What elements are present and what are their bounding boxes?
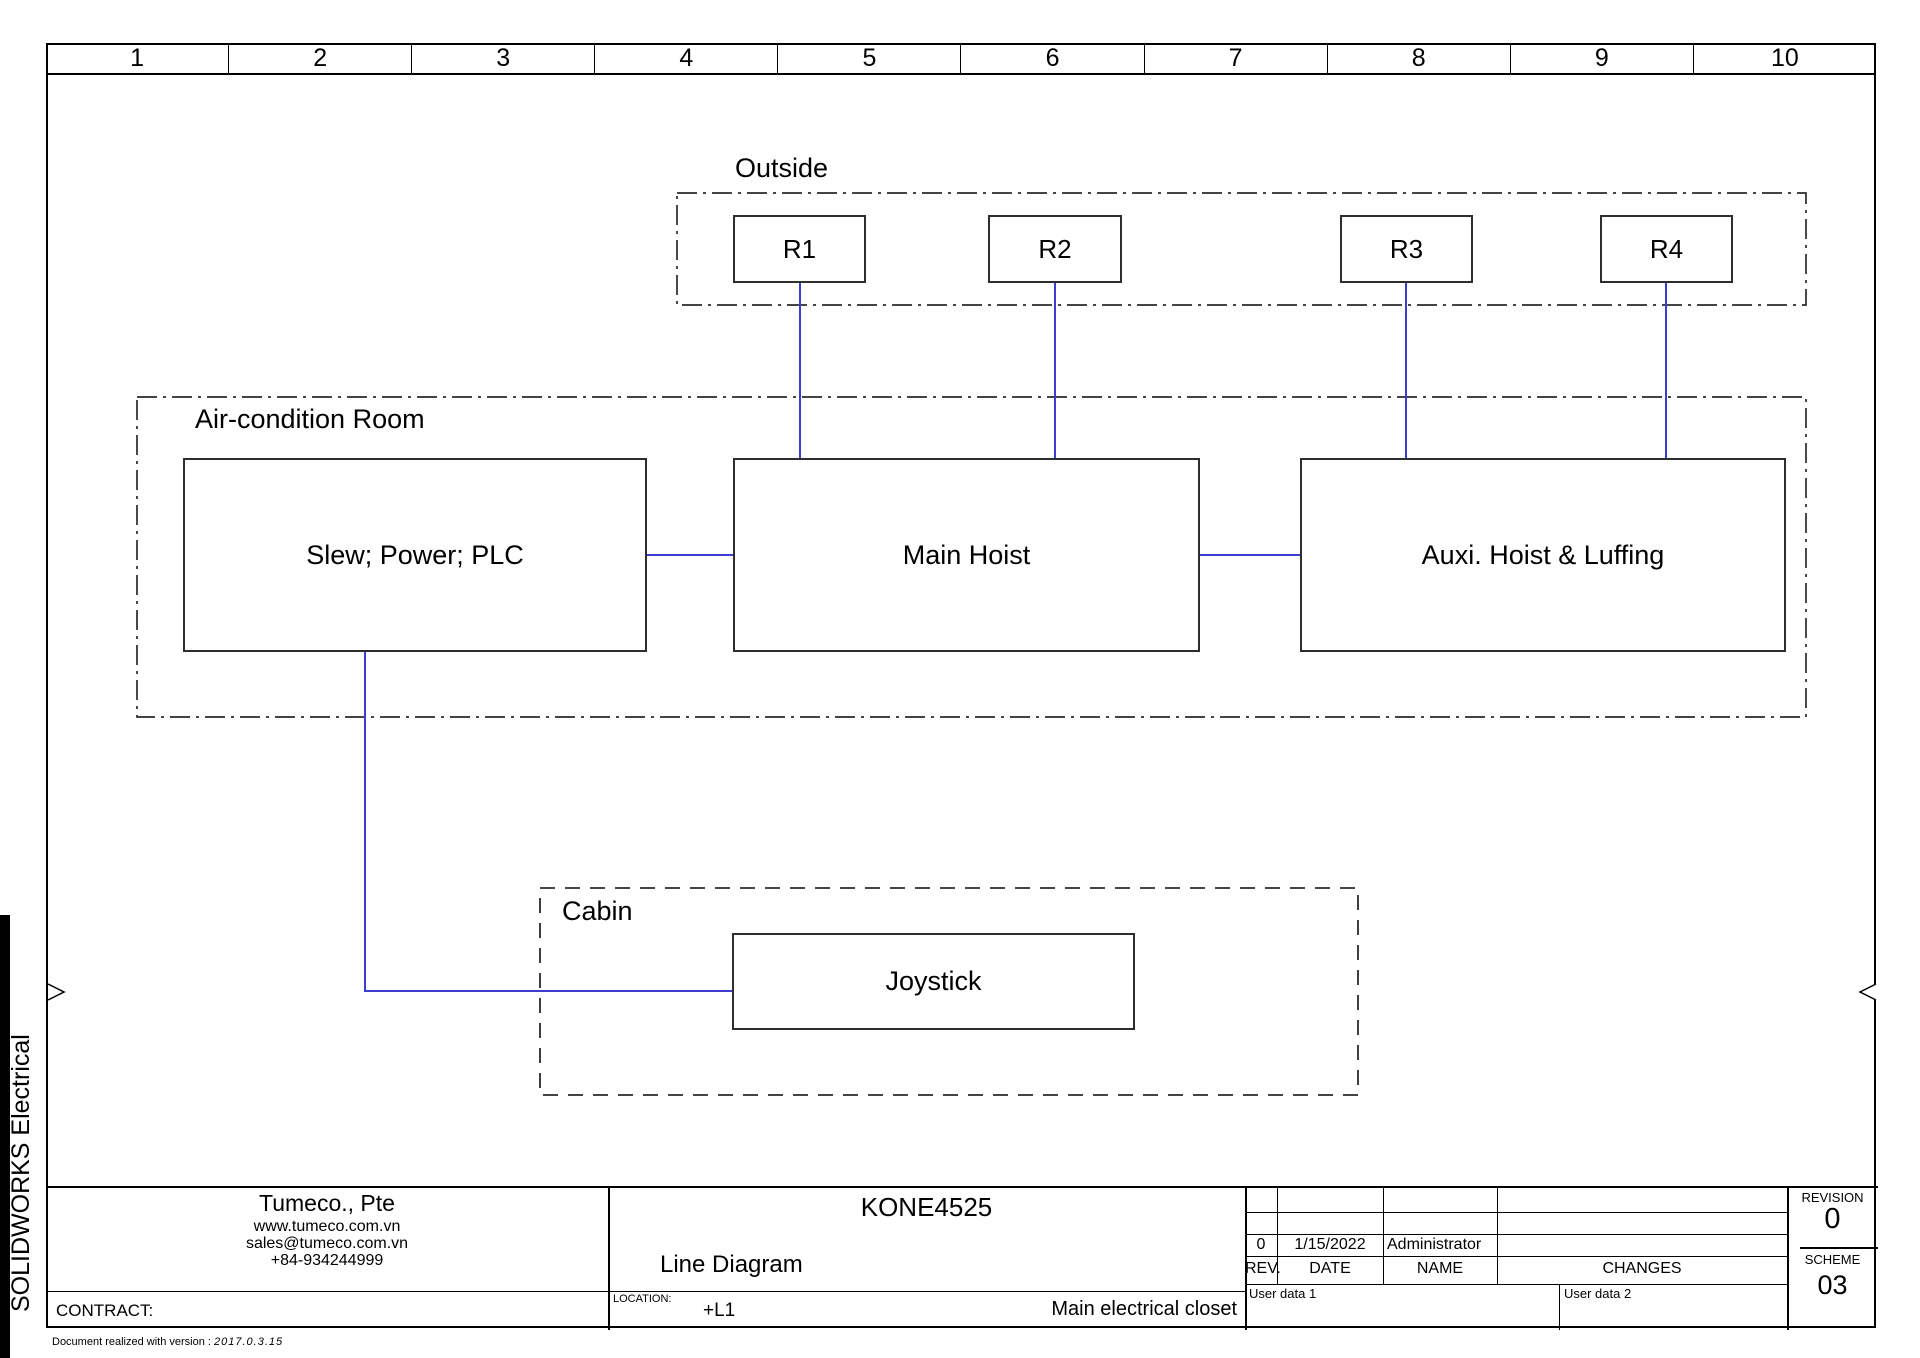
- ruler-cell-3: 3: [411, 43, 594, 73]
- ruler-cell-1: 1: [130, 43, 144, 72]
- contract-label: CONTRACT:: [56, 1301, 154, 1320]
- rev-header-changes: CHANGES: [1602, 1260, 1682, 1277]
- footer-note-prefix: Document realized with version :: [52, 1336, 211, 1348]
- ruler-cell-2: 2: [228, 43, 411, 73]
- ruler-cell-6: 6: [960, 43, 1143, 73]
- rev-header-rev: REV.: [1245, 1260, 1281, 1277]
- ruler-cell-4: 4: [594, 43, 777, 73]
- scheme-label: SCHEME: [1804, 1252, 1861, 1267]
- wire-slew-joystick[interactable]: [364, 652, 732, 992]
- rev-row3-rev: 0: [1256, 1236, 1266, 1253]
- user-data-1: User data 1: [1249, 1286, 1317, 1301]
- document-subtitle: Line Diagram: [660, 1251, 803, 1278]
- fold-mark-right-icon: [1858, 983, 1877, 1001]
- component-box-auxi-hoist-luffing[interactable]: Auxi. Hoist & Luffing: [1300, 458, 1786, 652]
- rev-header-date: DATE: [1309, 1260, 1351, 1277]
- component-box-main-hoist[interactable]: Main Hoist: [733, 458, 1200, 652]
- fold-mark-left-icon: [47, 983, 66, 1001]
- scheme-value: 03: [1817, 1270, 1848, 1300]
- rev-row3-name: Administrator: [1387, 1236, 1482, 1253]
- title-block: Tumeco., Pte www.tumeco.com.vn sales@tum…: [46, 1186, 1878, 1330]
- footer-note-version: 2017.0.3.15: [214, 1336, 284, 1348]
- ruler-cell-8: 8: [1326, 43, 1510, 73]
- location-outline-outside[interactable]: [676, 192, 1807, 306]
- component-box-r1[interactable]: R1: [733, 215, 866, 283]
- location-outline-ac-room[interactable]: [136, 396, 1807, 718]
- margin-bar: [0, 915, 10, 1358]
- location-outline-cabin[interactable]: [539, 887, 1359, 1096]
- company-name: Tumeco., Pte: [259, 1190, 395, 1216]
- location-name: Main electrical closet: [1051, 1298, 1237, 1320]
- ruler-cell-10: 10: [1692, 43, 1876, 73]
- revision-label: REVISION: [1801, 1190, 1864, 1205]
- rev-row3-date: 1/15/2022: [1294, 1236, 1366, 1253]
- footer-note: Document realized with version : 2017.0.…: [52, 1336, 283, 1348]
- location-label-cabin: Cabin: [562, 896, 633, 926]
- location-label-ac-room: Air-condition Room: [195, 404, 425, 434]
- ruler-cell-5: 5: [777, 43, 960, 73]
- document-title: KONE4525: [860, 1192, 993, 1222]
- component-box-slew-power-plc[interactable]: Slew; Power; PLC: [183, 458, 647, 652]
- revision-value: 0: [1824, 1203, 1841, 1235]
- location-code: +L1: [703, 1300, 736, 1321]
- ruler-cell-7: 7: [1143, 43, 1327, 73]
- component-box-r3[interactable]: R3: [1340, 215, 1473, 283]
- component-box-joystick[interactable]: Joystick: [732, 933, 1135, 1030]
- column-ruler: 1 2 3 4 5 6 7 8 9 10: [46, 43, 1876, 75]
- solidworks-electrical-label: SOLIDWORKS Electrical: [7, 1034, 35, 1312]
- component-box-r2[interactable]: R2: [988, 215, 1122, 283]
- company-email: sales@tumeco.com.vn: [245, 1235, 409, 1252]
- component-box-r4[interactable]: R4: [1600, 215, 1733, 283]
- rev-header-name: NAME: [1416, 1260, 1464, 1277]
- user-data-2: User data 2: [1564, 1286, 1632, 1301]
- location-label-outside: Outside: [735, 153, 829, 183]
- ruler-cell-9: 9: [1509, 43, 1693, 73]
- location-label: LOCATION:: [613, 1293, 672, 1305]
- company-phone: +84-934244999: [270, 1252, 384, 1269]
- company-website: www.tumeco.com.vn: [253, 1218, 401, 1235]
